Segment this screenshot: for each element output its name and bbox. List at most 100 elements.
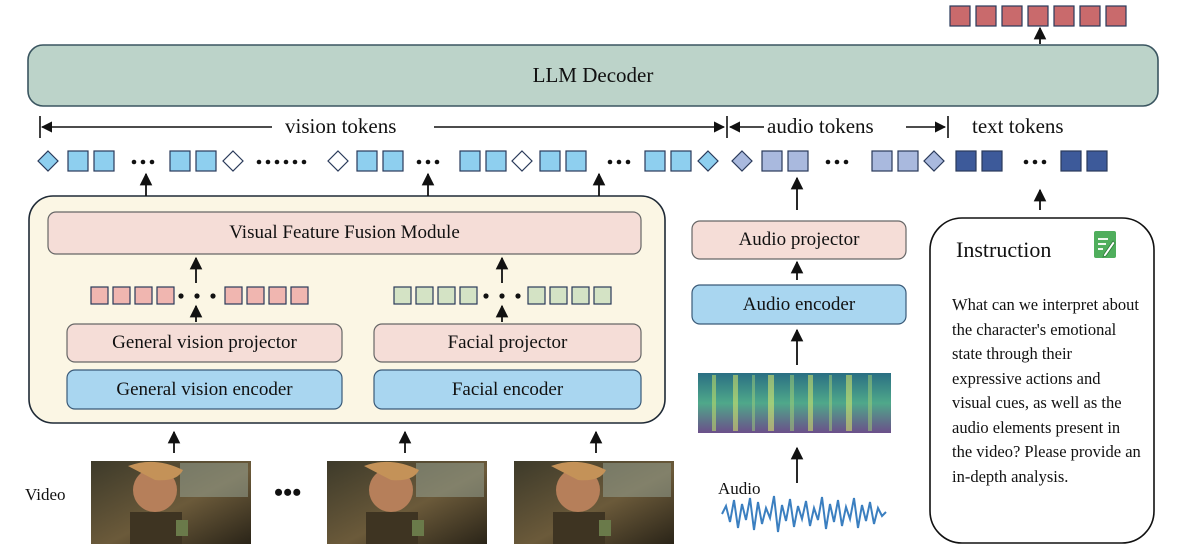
token-diamond (222, 150, 244, 172)
output-token (1053, 5, 1075, 27)
output-token (1027, 5, 1049, 27)
flow-arrows (139, 26, 1047, 483)
token-square (382, 150, 404, 172)
token-square (195, 150, 217, 172)
token-diamond (731, 150, 753, 172)
spectrogram-image (698, 373, 891, 433)
instruction-title: Instruction (956, 237, 1052, 262)
token-square (644, 150, 666, 172)
note-edit-icon (1094, 231, 1116, 258)
output-token (1001, 5, 1023, 27)
ellipsis-dot (210, 293, 216, 299)
instruction-text: What can we interpret about the characte… (952, 295, 1141, 486)
token-sequence (37, 5, 1127, 305)
ellipsis-dot (274, 159, 280, 165)
output-token (975, 5, 997, 27)
ellipsis-dot (265, 159, 271, 165)
token-diamond (923, 150, 945, 172)
vision-tokens-label: vision tokens (285, 114, 397, 138)
output-token (949, 5, 971, 27)
ellipsis-dot (425, 159, 431, 165)
llm-decoder-box (27, 44, 1159, 107)
token-group-brackets (39, 116, 949, 138)
audio-input-label: Audio (718, 479, 761, 498)
ellipsis-dot (140, 159, 146, 165)
general-feature-token (90, 286, 109, 305)
audio-waveform-image (721, 495, 887, 533)
output-token (1105, 5, 1127, 27)
token-diamond (327, 150, 349, 172)
ellipsis-dot (283, 159, 289, 165)
facial-feature-token (415, 286, 434, 305)
video-frame-1 (91, 461, 251, 544)
video-ellipsis: ••• (274, 478, 302, 507)
facial-encoder-box (373, 369, 642, 410)
general-feature-token (246, 286, 265, 305)
general-feature-token (290, 286, 309, 305)
facial-projector-label: Facial projector (447, 332, 568, 353)
token-square (955, 150, 977, 172)
fusion-module-label: Visual Feature Fusion Module (229, 222, 460, 243)
token-square (871, 150, 893, 172)
general-feature-token (134, 286, 153, 305)
facial-projector-box (373, 323, 642, 363)
ellipsis-dot (834, 159, 840, 165)
ellipsis-dot (131, 159, 137, 165)
facial-feature-token (437, 286, 456, 305)
audio-encoder-box (691, 284, 907, 325)
general-feature-token (156, 286, 175, 305)
ellipsis-dot (434, 159, 440, 165)
ellipsis-dot (256, 159, 262, 165)
token-square (565, 150, 587, 172)
general-feature-token (224, 286, 243, 305)
token-square (761, 150, 783, 172)
facial-feature-token (527, 286, 546, 305)
llm-decoder-label: LLM Decoder (532, 63, 654, 87)
facial-encoder-label: Facial encoder (451, 378, 564, 400)
token-square (670, 150, 692, 172)
facial-feature-token (571, 286, 590, 305)
output-token (1079, 5, 1101, 27)
ellipsis-dot (825, 159, 831, 165)
ellipsis-dot (1032, 159, 1038, 165)
ellipsis-dot (301, 159, 307, 165)
ellipsis-dot (515, 293, 521, 299)
general-encoder-box (66, 369, 343, 410)
audio-projector-label: Audio projector (738, 229, 860, 250)
token-diamond (37, 150, 59, 172)
token-diamond (697, 150, 719, 172)
token-square (1086, 150, 1108, 172)
token-diamond (511, 150, 533, 172)
ellipsis-dot (607, 159, 613, 165)
token-square (356, 150, 378, 172)
facial-feature-token (549, 286, 568, 305)
token-square (539, 150, 561, 172)
instruction-box (929, 217, 1155, 544)
token-square (897, 150, 919, 172)
token-square (459, 150, 481, 172)
audio-projector-box (691, 220, 907, 260)
video-input-label: Video (25, 485, 66, 504)
ellipsis-dot (625, 159, 631, 165)
ellipsis-dot (483, 293, 489, 299)
token-square (67, 150, 89, 172)
general-feature-token (268, 286, 287, 305)
facial-feature-token (393, 286, 412, 305)
text-tokens-label: text tokens (972, 114, 1064, 138)
token-square (981, 150, 1003, 172)
general-feature-token (112, 286, 131, 305)
ellipsis-dot (1041, 159, 1047, 165)
audio-encoder-label: Audio encoder (742, 293, 856, 315)
ellipsis-dot (149, 159, 155, 165)
ellipsis-dot (416, 159, 422, 165)
facial-feature-token (593, 286, 612, 305)
ellipsis-dot (499, 293, 505, 299)
ellipsis-dot (194, 293, 200, 299)
general-projector-label: General vision projector (112, 332, 297, 353)
ellipsis-dot (292, 159, 298, 165)
video-frame-2 (327, 461, 487, 544)
token-square (1060, 150, 1082, 172)
video-frame-3 (514, 461, 674, 544)
